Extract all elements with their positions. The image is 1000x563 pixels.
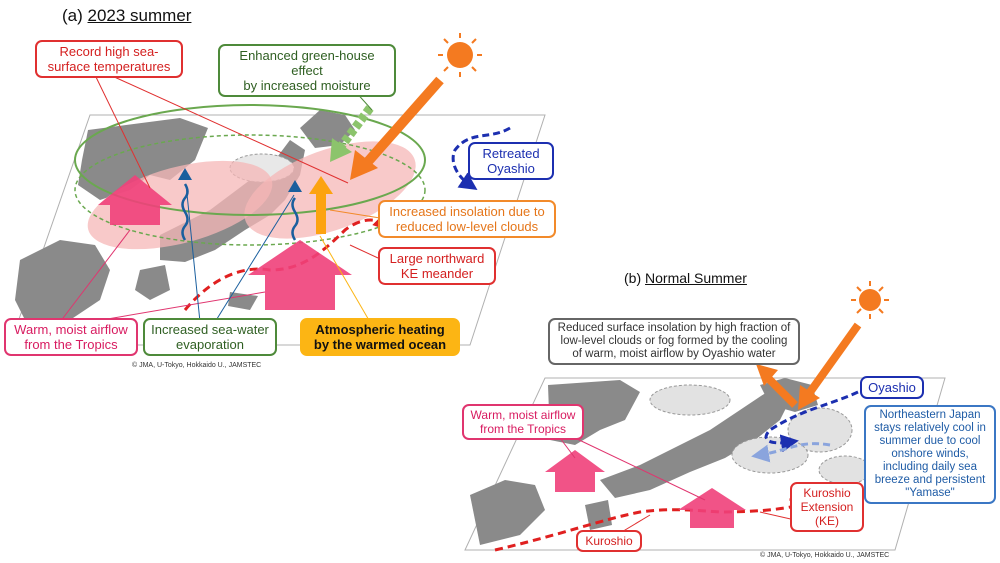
label-record-high-sst: Record high sea- surface temperatures [35, 40, 183, 78]
kyushu-landmass-a [135, 265, 170, 300]
sun-icon-b [859, 289, 881, 311]
kuroshio-current-path-b [494, 498, 809, 552]
honshu-landmass-b [600, 390, 790, 498]
label-northeastern-japan: Northeastern Japan stays relatively cool… [864, 405, 996, 504]
greenhouse-ring-bottom [74, 134, 426, 246]
label-greenhouse: Enhanced green-house effect by increased… [218, 44, 396, 97]
connector-lines-a [59, 74, 381, 323]
sun-rays-a [438, 33, 482, 77]
reflected-arrow-b-head [756, 364, 778, 386]
warm-airflow-arrow-west [98, 175, 172, 225]
greenhouse-arrow-shaft [336, 105, 374, 151]
insolation-arrow-head [350, 150, 378, 180]
label-kuroshio-extension: Kuroshio Extension (KE) [790, 482, 864, 532]
sun-rays-b [851, 281, 889, 319]
korea-landmass-a [78, 118, 208, 200]
sun-icon-a [447, 42, 473, 68]
insolation-arrow-b-head [798, 385, 820, 410]
kyushu-landmass-b [585, 500, 612, 530]
warm-airflow-arrow-b-west [545, 450, 605, 492]
ke-current-path-a [183, 212, 392, 311]
reflected-arrow-b-shaft [762, 372, 798, 408]
warm-airflow-arrow-b-east [678, 488, 746, 528]
label-oyashio: Oyashio [860, 376, 924, 399]
warm-airflow-arrow-east [248, 240, 352, 310]
label-retreated-oyashio: Retreated Oyashio [468, 142, 554, 180]
panel-a-title: (a) 2023 summer [62, 6, 191, 26]
island-landmass-a [228, 292, 258, 310]
panel-b-title: (b) Normal Summer [624, 270, 747, 286]
evaporation-wave-east [291, 197, 299, 241]
label-atm-heating: Atmospheric heating by the warmed ocean [300, 318, 460, 356]
insolation-arrow-shaft [361, 76, 444, 169]
onshore-wind-path-b [751, 442, 831, 463]
credit-b: © JMA, U-Tokyo, Hokkaido U., JAMSTEC [760, 552, 890, 559]
china-landmass-b [470, 480, 545, 545]
panel-a-prefix: (a) [62, 6, 83, 25]
label-ke-meander: Large northward KE meander [378, 247, 496, 285]
greenhouse-ring-top [74, 104, 426, 216]
heating-arrow-head [309, 176, 333, 194]
insolation-arrow-b-shaft [804, 322, 862, 398]
panel-b-title-text: Normal Summer [645, 270, 747, 286]
greenhouse-arrow-head [330, 138, 352, 162]
label-insolation: Increased insolation due to reduced low-… [378, 200, 556, 238]
label-reduced-insolation: Reduced surface insolation by high fract… [548, 318, 800, 365]
label-kuroshio: Kuroshio [576, 530, 642, 552]
evaporation-arrowhead-west [178, 168, 192, 180]
oyashio-current-path-a [451, 126, 511, 190]
panel-a-title-text: 2023 summer [87, 6, 192, 25]
heating-arrow-shaft [316, 192, 326, 234]
oyashio-current-path-b [764, 390, 859, 453]
label-warm-airflow-a: Warm, moist airflow from the Tropics [4, 318, 138, 356]
china-landmass-a [15, 240, 110, 330]
label-warm-airflow-b: Warm, moist airflow from the Tropics [462, 404, 584, 440]
evaporation-arrowhead-east [288, 180, 302, 192]
panel-b-prefix: (b) [624, 270, 642, 286]
hokkaido-landmass-a [300, 110, 355, 148]
label-evaporation: Increased sea-water evaporation [143, 318, 277, 356]
credit-a: © JMA, U-Tokyo, Hokkaido U., JAMSTEC [132, 362, 262, 369]
